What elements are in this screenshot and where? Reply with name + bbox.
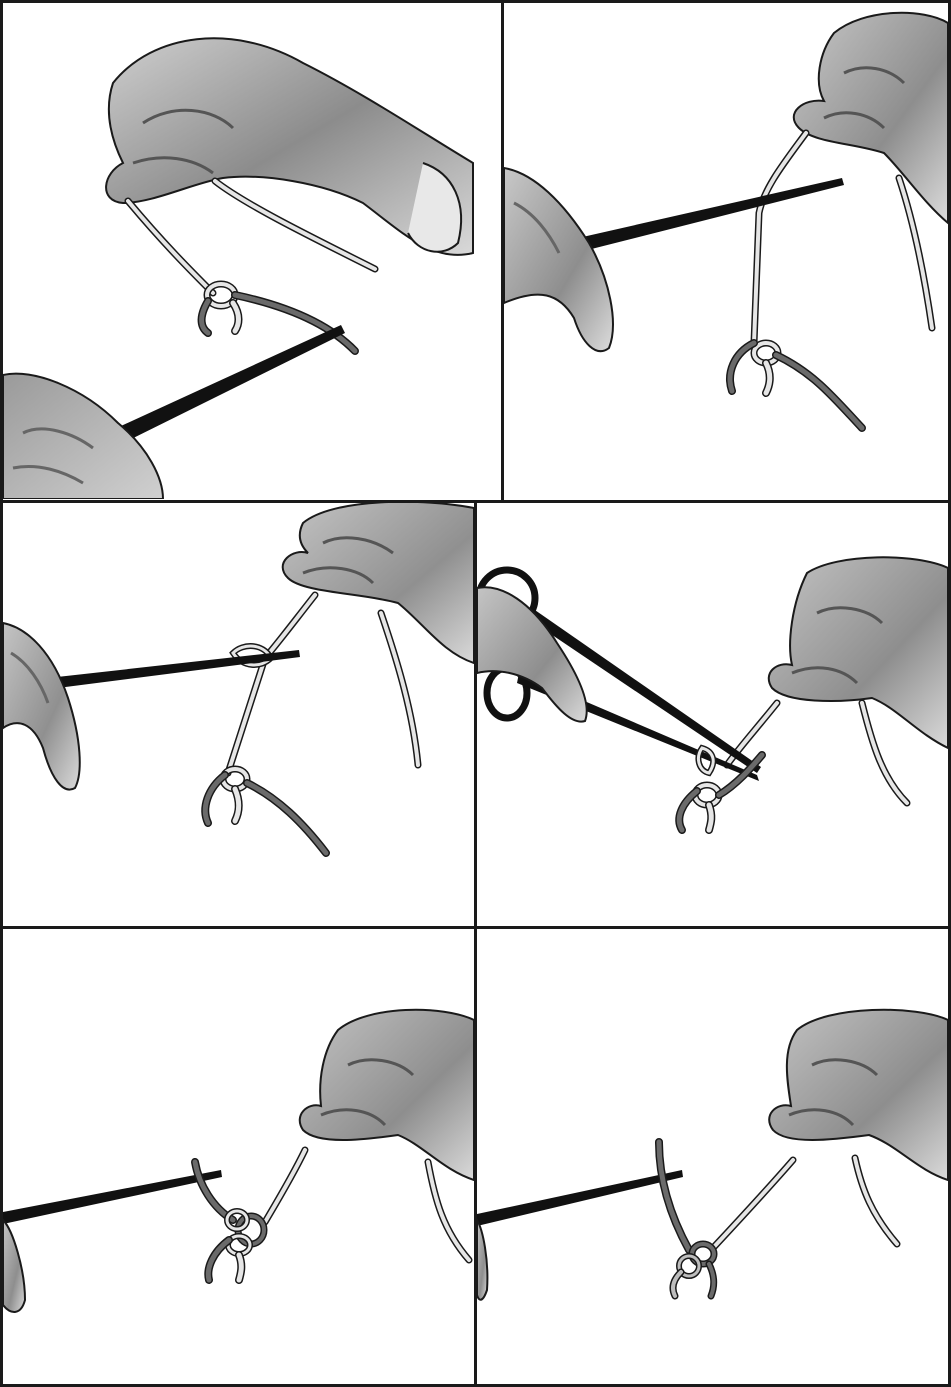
suture-loose-end <box>855 1158 897 1244</box>
panel-step-1 <box>3 3 501 499</box>
hand-left <box>477 1220 487 1300</box>
hand-upper-right <box>769 1010 948 1180</box>
panel-step-3 <box>3 503 474 926</box>
divider-col-bottom <box>474 500 477 1387</box>
hand-left <box>3 623 80 790</box>
suture-dark-strand <box>247 783 326 853</box>
outer-border-top <box>0 0 951 3</box>
knot <box>205 769 247 823</box>
suture-loose-end <box>862 703 907 803</box>
knot <box>659 1142 714 1296</box>
panel-step-4 <box>477 503 948 926</box>
suture-light-strand <box>228 595 315 773</box>
panel-step-5 <box>3 930 474 1384</box>
suture-loose-end <box>428 1162 469 1260</box>
divider-col-top <box>501 0 504 503</box>
panel-6-illustration <box>477 930 948 1384</box>
panel-step-2 <box>504 3 948 499</box>
panel-4-illustration <box>477 503 948 926</box>
hand-lower-left <box>3 374 163 499</box>
panel-1-illustration <box>3 3 501 499</box>
knot <box>202 284 239 333</box>
needle-holder <box>3 1170 222 1224</box>
hand-left <box>3 1220 25 1312</box>
hand-left <box>504 168 613 351</box>
panel-2-illustration <box>504 3 948 499</box>
suture-dark-strand <box>235 295 355 351</box>
hand-upper-right <box>300 1010 474 1180</box>
panel-step-6 <box>477 930 948 1384</box>
outer-border-left <box>0 0 3 1387</box>
panel-5-illustration <box>3 930 474 1384</box>
suture-light-strand <box>754 133 806 343</box>
knot <box>730 343 778 393</box>
hand-upper-right <box>283 503 474 663</box>
needle-holder <box>477 1170 683 1226</box>
hand-upper-right <box>769 557 948 748</box>
panel-3-illustration <box>3 503 474 926</box>
